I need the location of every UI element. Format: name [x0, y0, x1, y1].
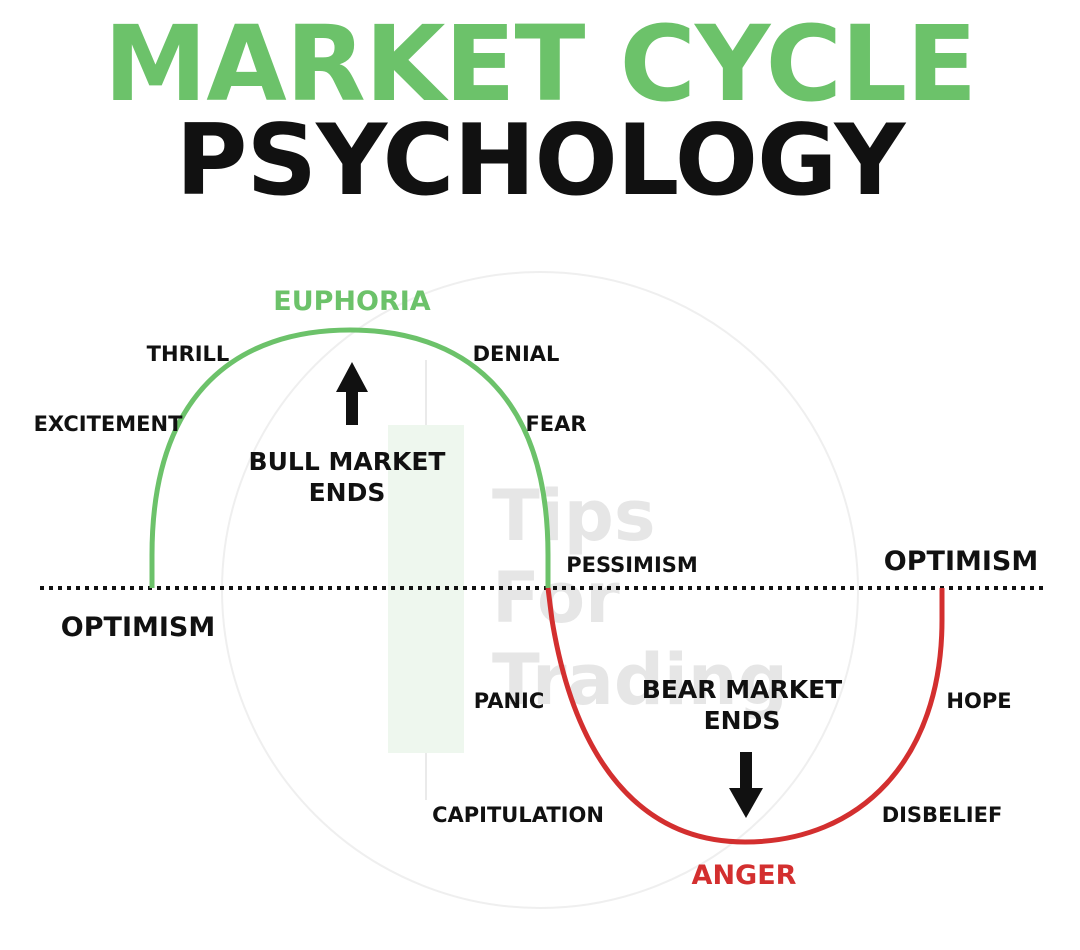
- label-euphoria: EUPHORIA: [273, 286, 431, 317]
- label-panic: PANIC: [474, 689, 545, 713]
- title-market-cycle: MARKET CYCLE: [103, 3, 977, 125]
- label-bear-market: BEAR MARKET: [642, 675, 842, 704]
- label-denial: DENIAL: [473, 342, 560, 366]
- watermark-text-tips: Tips: [492, 475, 656, 557]
- arrow-up-icon: [336, 362, 368, 425]
- label-optimism-left: OPTIMISM: [61, 612, 215, 643]
- label-capitulation: CAPITULATION: [432, 803, 604, 827]
- bull-curve: [149, 327, 551, 588]
- label-pessimism: PESSIMISM: [566, 553, 698, 577]
- label-bull-market: BULL MARKET: [249, 447, 446, 476]
- bear-curve: [545, 587, 945, 845]
- label-disbelief: DISBELIEF: [882, 803, 1003, 827]
- label-hope: HOPE: [946, 689, 1011, 713]
- label-thrill: THRILL: [147, 342, 230, 366]
- label-bear-ends: ENDS: [704, 706, 781, 735]
- label-excitement: EXCITEMENT: [34, 412, 184, 436]
- arrow-down-icon: [729, 752, 763, 818]
- watermark-text-trading: Trading: [492, 639, 788, 721]
- label-optimism-right: OPTIMISM: [884, 546, 1038, 577]
- label-bull-ends: ENDS: [309, 478, 386, 507]
- label-anger: ANGER: [692, 860, 797, 891]
- label-fear: FEAR: [525, 412, 586, 436]
- title-psychology: PSYCHOLOGY: [175, 104, 906, 218]
- watermark-text-for: For: [492, 557, 620, 639]
